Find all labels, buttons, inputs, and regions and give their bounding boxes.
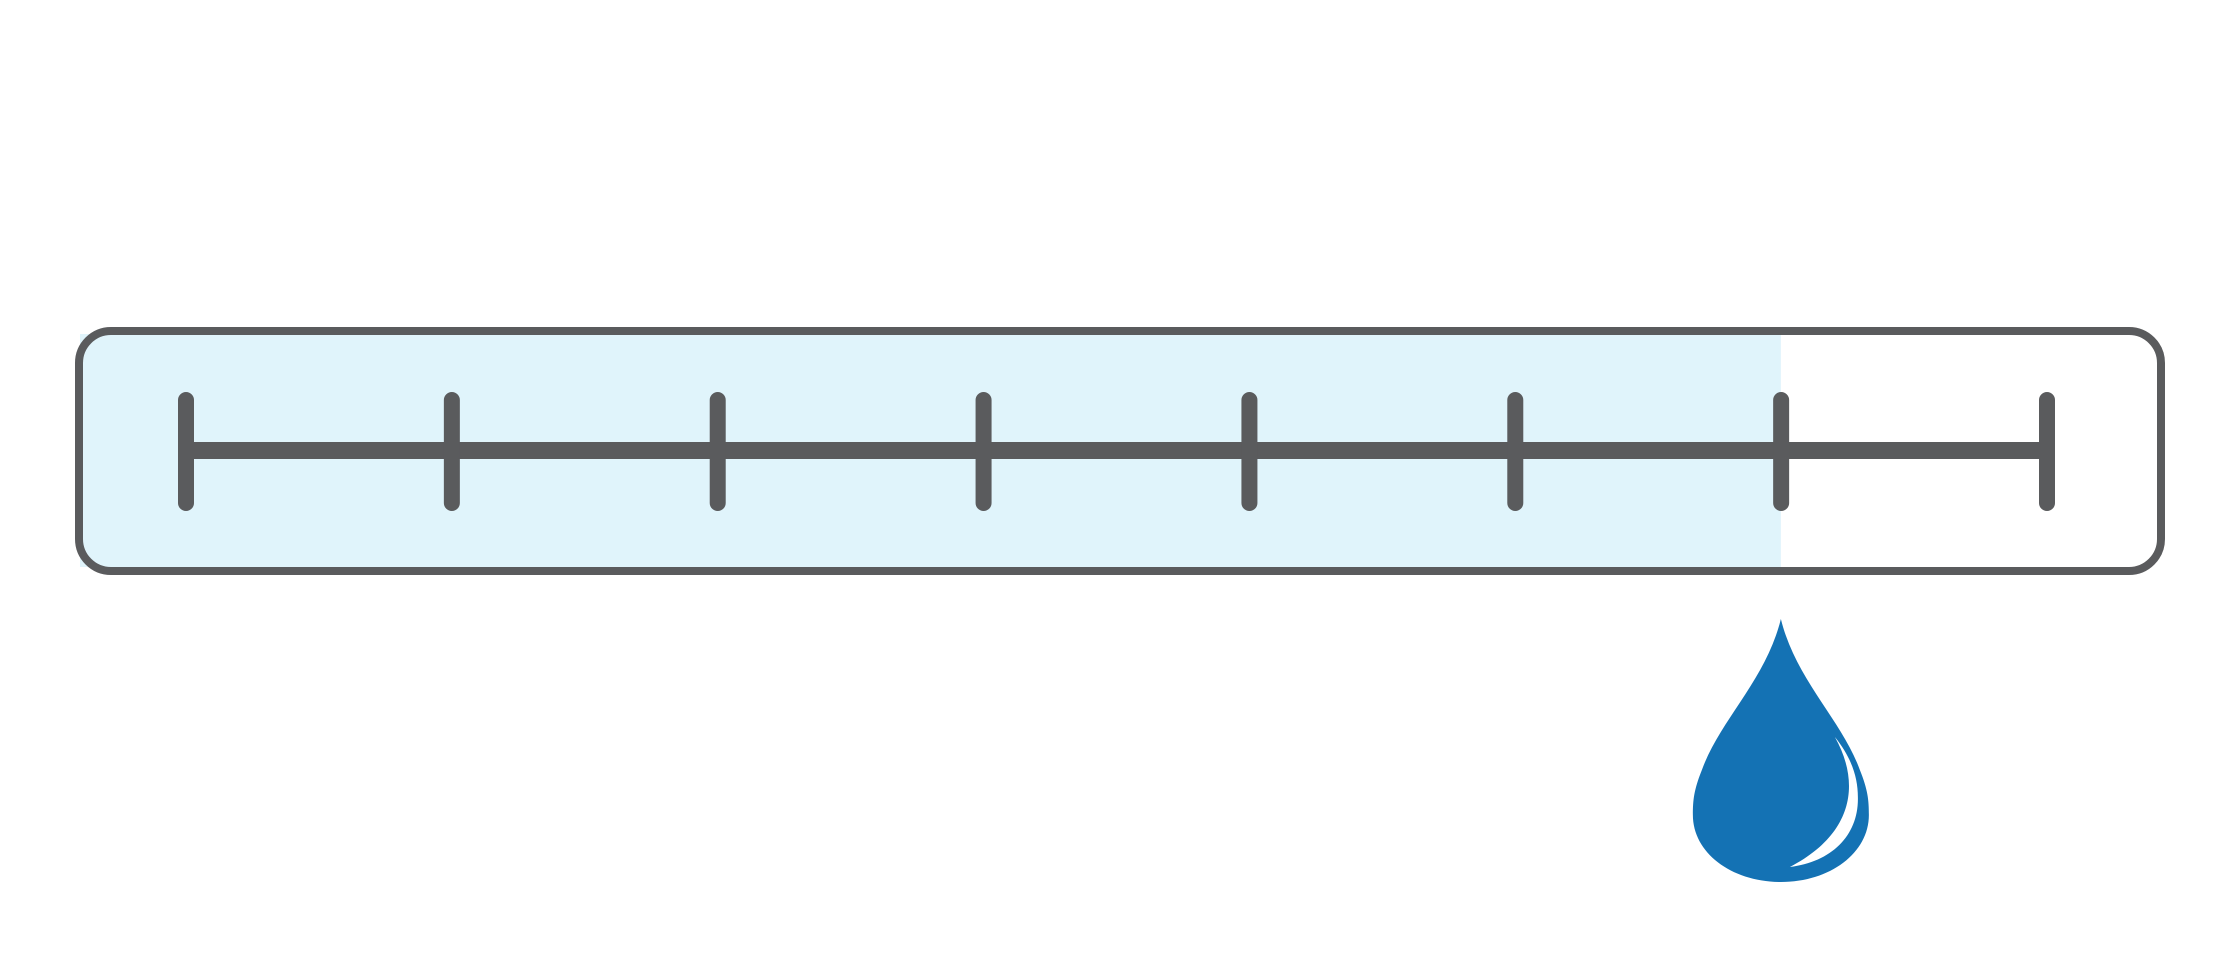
- gauge-frame: [75, 327, 2165, 575]
- scale-tick: [975, 392, 992, 511]
- water-drop-icon: [1692, 619, 1869, 882]
- gauge: [75, 327, 2165, 575]
- scale-tick: [1507, 392, 1524, 511]
- scale-tick: [178, 392, 194, 511]
- scale-tick: [443, 392, 460, 511]
- drop-highlight: [1789, 737, 1858, 867]
- scale-tick: [1241, 392, 1258, 511]
- scale-ticks: [178, 392, 2055, 511]
- scale-tick: [2039, 392, 2055, 511]
- scale-tick: [709, 392, 726, 511]
- scale-tick: [1773, 392, 1790, 511]
- scale-line: [186, 442, 2047, 459]
